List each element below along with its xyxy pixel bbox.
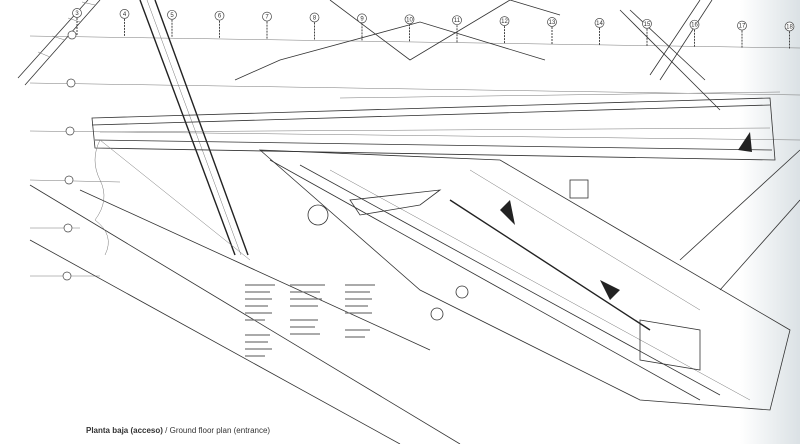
section-marker xyxy=(430,307,444,321)
grid-axis-label: 15 xyxy=(644,22,651,28)
grid-axis-3: 3 xyxy=(72,8,82,35)
grid-axis-6: 6 xyxy=(214,10,225,38)
caption-separator: / xyxy=(162,426,170,435)
grid-axis-label: 11 xyxy=(454,18,461,24)
grid-axis-label: 4 xyxy=(123,12,127,18)
section-marker xyxy=(455,285,469,299)
detail-marker xyxy=(307,204,329,226)
zigzag-line xyxy=(329,0,561,61)
page-gutter-shadow xyxy=(740,0,800,444)
grid-axis-label: 18 xyxy=(786,25,793,31)
site-line xyxy=(234,21,546,81)
annotation-blocks xyxy=(245,284,375,357)
grid-axis-18: 18 xyxy=(784,21,795,49)
grid-axis-label: 6 xyxy=(218,14,222,20)
grid-axis-16: 16 xyxy=(689,19,700,47)
plan-caption: Planta baja (acceso) / Ground floor plan… xyxy=(86,426,270,435)
grid-axis-label: 9 xyxy=(360,16,364,22)
stair-band xyxy=(17,0,101,86)
grid-axis-11: 11 xyxy=(452,15,462,43)
grid-axis-5: 5 xyxy=(167,9,177,37)
grid-axis-4: 4 xyxy=(119,9,130,36)
road xyxy=(139,0,249,256)
grid-axis-label: 12 xyxy=(501,19,508,25)
grid-axis-label: 8 xyxy=(313,16,317,22)
grid-axis-label: 10 xyxy=(406,17,413,23)
grid-axis-label: 5 xyxy=(170,13,174,19)
grid-axis-bubbles: 3 4 5 6 7 8 9 10 11 12 13 14 15 16 17 18 xyxy=(72,8,795,49)
grid-axis-12: 12 xyxy=(499,16,510,44)
diagonal-building xyxy=(258,149,791,411)
grid-axis-15: 15 xyxy=(642,18,652,46)
caption-title-en: Ground floor plan (entrance) xyxy=(169,426,271,435)
caption-title-es: Planta baja (acceso) xyxy=(86,426,163,435)
grid-axis-label: 7 xyxy=(265,15,269,21)
grid-axis-8: 8 xyxy=(309,12,320,40)
grid-axis-label: 17 xyxy=(739,24,746,30)
grid-axis-17: 17 xyxy=(737,20,747,48)
grid-axis-9: 9 xyxy=(357,13,367,41)
grid-row-bubbles xyxy=(62,30,77,281)
grid-axis-label: 16 xyxy=(691,23,698,29)
grid-axis-13: 13 xyxy=(547,17,557,44)
grid-lines xyxy=(29,35,800,277)
grid-axis-7: 7 xyxy=(262,11,272,39)
main-building-band xyxy=(91,91,781,161)
grid-axis-label: 13 xyxy=(549,20,556,26)
grid-axis-label: 3 xyxy=(75,11,79,17)
grid-axis-label: 14 xyxy=(596,21,603,27)
grid-axis-14: 14 xyxy=(594,18,605,45)
site-boundary xyxy=(29,0,800,444)
grid-axis-10: 10 xyxy=(404,14,415,42)
